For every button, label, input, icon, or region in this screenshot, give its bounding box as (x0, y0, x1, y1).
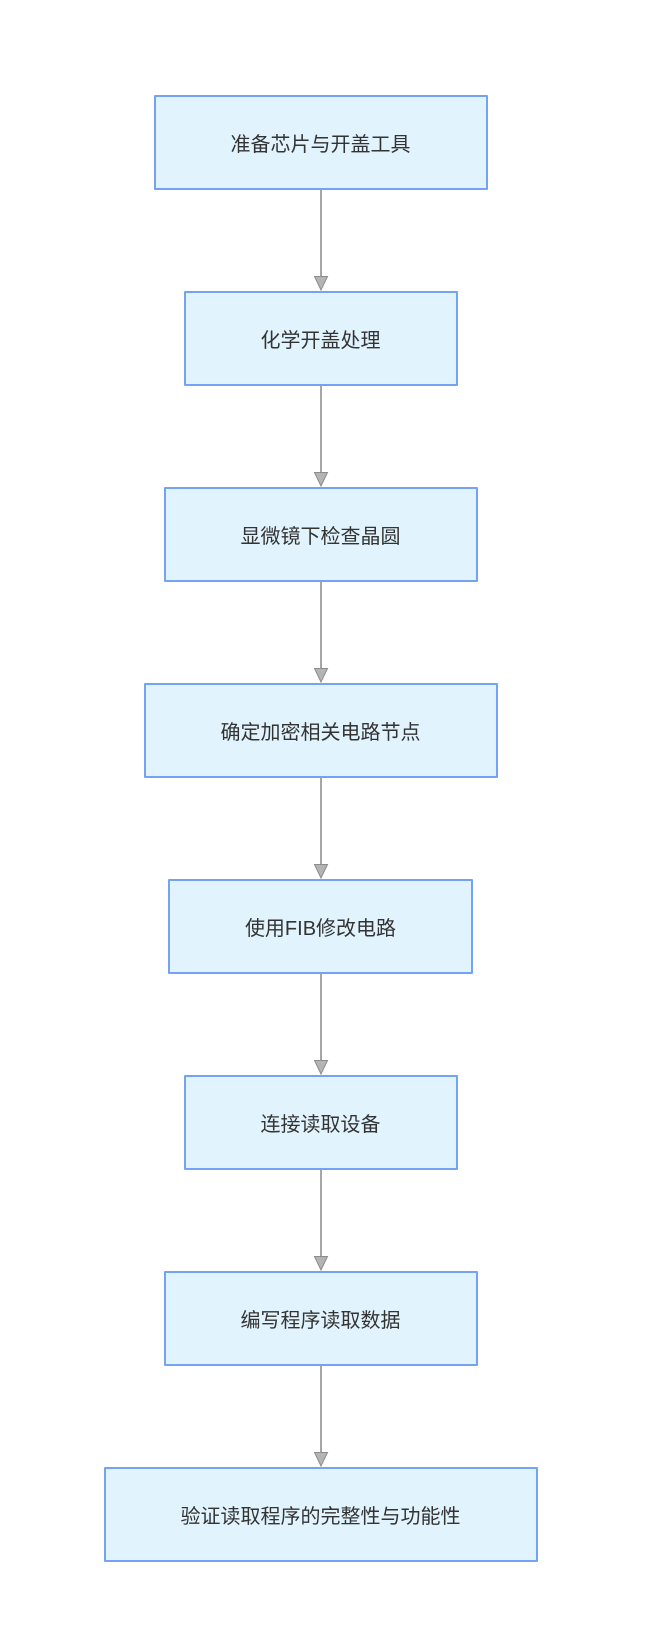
arrow-head-icon (313, 1060, 328, 1075)
arrow-head-icon (313, 472, 328, 487)
flow-node-step-8: 验证读取程序的完整性与功能性 (103, 1467, 538, 1562)
flow-arrow-down (310, 1366, 332, 1467)
flow-arrow-down (310, 582, 332, 683)
flow-arrow-down (310, 974, 332, 1075)
flow-arrow-down (310, 1170, 332, 1271)
flow-arrow-down (310, 386, 332, 487)
flow-node-step-2: 化学开盖处理 (183, 291, 458, 386)
flow-node-label: 使用FIB修改电路 (244, 918, 397, 940)
arrow-head-icon (313, 276, 328, 291)
flow-node-label: 显微镜下检查晶圆 (240, 526, 401, 548)
flow-arrow-down (310, 190, 332, 291)
arrow-head-icon (313, 1452, 328, 1467)
flow-arrow-down (310, 778, 332, 879)
flow-node-label: 确定加密相关电路节点 (220, 722, 421, 744)
flow-node-step-5: 使用FIB修改电路 (167, 879, 474, 974)
flow-node-label: 化学开盖处理 (260, 330, 381, 352)
flow-node-step-3: 显微镜下检查晶圆 (163, 487, 478, 582)
flow-node-step-7: 编写程序读取数据 (163, 1271, 478, 1366)
arrow-head-icon (313, 1256, 328, 1271)
arrow-head-icon (313, 668, 328, 683)
flow-node-label: 编写程序读取数据 (240, 1310, 401, 1332)
flow-node-step-4: 确定加密相关电路节点 (143, 683, 498, 778)
arrow-head-icon (313, 864, 328, 879)
flow-node-step-1: 准备芯片与开盖工具 (153, 95, 488, 190)
flow-node-step-6: 连接读取设备 (183, 1075, 458, 1170)
flow-node-label: 准备芯片与开盖工具 (230, 134, 411, 156)
flow-node-label: 连接读取设备 (260, 1114, 381, 1136)
flow-node-label: 验证读取程序的完整性与功能性 (180, 1506, 461, 1528)
